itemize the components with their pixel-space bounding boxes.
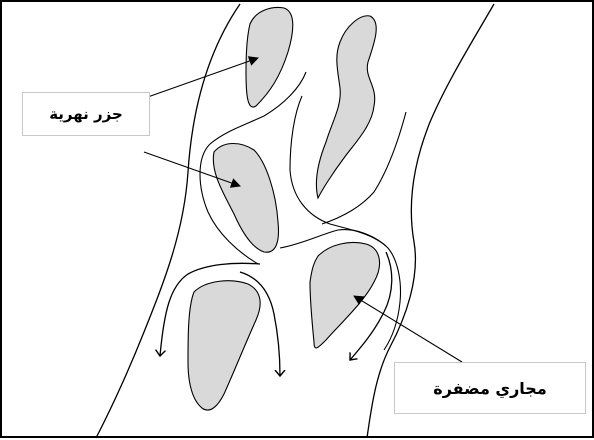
river-island-top-right xyxy=(316,16,376,198)
river-island-top xyxy=(246,8,293,108)
braided-channels-label: مجاري مضفرة xyxy=(394,362,586,414)
river-islands-label: جزر نهرية xyxy=(22,92,150,136)
river-island-lower-right xyxy=(310,243,380,348)
river-island-lower-left xyxy=(188,281,260,410)
